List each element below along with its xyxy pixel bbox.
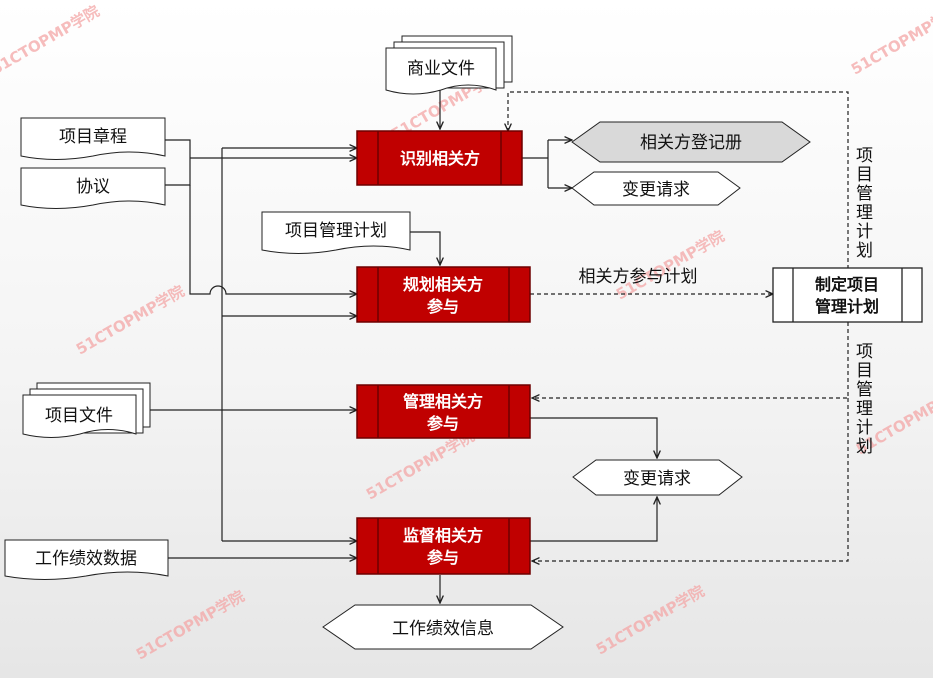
doc-project-docs-label: 项目文件 — [45, 406, 113, 426]
process-monitor-label-2: 参与 — [427, 548, 459, 567]
process-identify-label: 识别相关方 — [400, 149, 480, 168]
doc-pm-plan-label: 项目管理计划 — [285, 221, 387, 241]
connectors — [150, 90, 657, 603]
watermark: 51CTOPMP学院 — [73, 282, 187, 358]
process-develop-plan-label-2: 管理计划 — [815, 297, 879, 316]
doc-project-docs: 项目文件 — [22, 382, 151, 438]
process-develop-plan-label-1: 制定项目 — [815, 275, 879, 294]
output-register-label: 相关方登记册 — [640, 133, 742, 153]
doc-business-docs-label: 商业文件 — [407, 59, 475, 79]
output-change-request-1: 变更请求 — [571, 171, 741, 206]
doc-charter-label: 项目章程 — [59, 127, 127, 147]
doc-work-perf-data-label: 工作绩效数据 — [35, 549, 137, 569]
output-work-perf-info: 工作绩效信息 — [322, 604, 564, 650]
process-monitor: 监督相关方 参与 — [356, 517, 531, 575]
edge-label-pm-plan-vertical-1: 项目管理计划 — [852, 146, 873, 260]
process-plan-label-1: 规划相关方 — [403, 275, 483, 294]
doc-agreements: 协议 — [20, 167, 166, 209]
watermark: 51CTOPMP学院 — [848, 2, 933, 78]
process-manage-label-1: 管理相关方 — [403, 392, 483, 411]
watermark: 51CTOPMP学院 — [613, 227, 727, 303]
output-change-request-2: 变更请求 — [572, 459, 743, 496]
doc-pm-plan: 项目管理计划 — [261, 211, 411, 254]
process-develop-plan: 制定项目 管理计划 — [772, 267, 923, 323]
process-identify: 识别相关方 — [356, 130, 523, 186]
output-work-perf-info-label: 工作绩效信息 — [392, 619, 494, 639]
doc-agreements-label: 协议 — [76, 177, 110, 197]
watermark: 51CTOPMP学院 — [593, 582, 707, 658]
output-register: 相关方登记册 — [571, 121, 811, 163]
dashed-connectors — [508, 91, 849, 561]
process-manage: 管理相关方 参与 — [356, 384, 531, 439]
process-monitor-label-1: 监督相关方 — [403, 526, 483, 545]
doc-business-docs: 商业文件 — [385, 35, 513, 95]
watermark: 51CTOPMP学院 — [133, 587, 247, 663]
process-manage-label-2: 参与 — [427, 414, 459, 433]
edge-label-engagement-plan: 相关方参与计划 — [579, 267, 698, 287]
output-change-request-2-label: 变更请求 — [623, 469, 691, 489]
process-plan-label-2: 参与 — [427, 297, 459, 316]
watermark: 51CTOPMP学院 — [0, 2, 102, 78]
output-change-request-1-label: 变更请求 — [622, 180, 690, 200]
edge-label-pm-plan-vertical-2: 项目管理计划 — [852, 342, 873, 456]
doc-work-perf-data: 工作绩效数据 — [4, 539, 169, 580]
process-plan: 规划相关方 参与 — [356, 266, 531, 323]
doc-charter: 项目章程 — [20, 117, 166, 160]
